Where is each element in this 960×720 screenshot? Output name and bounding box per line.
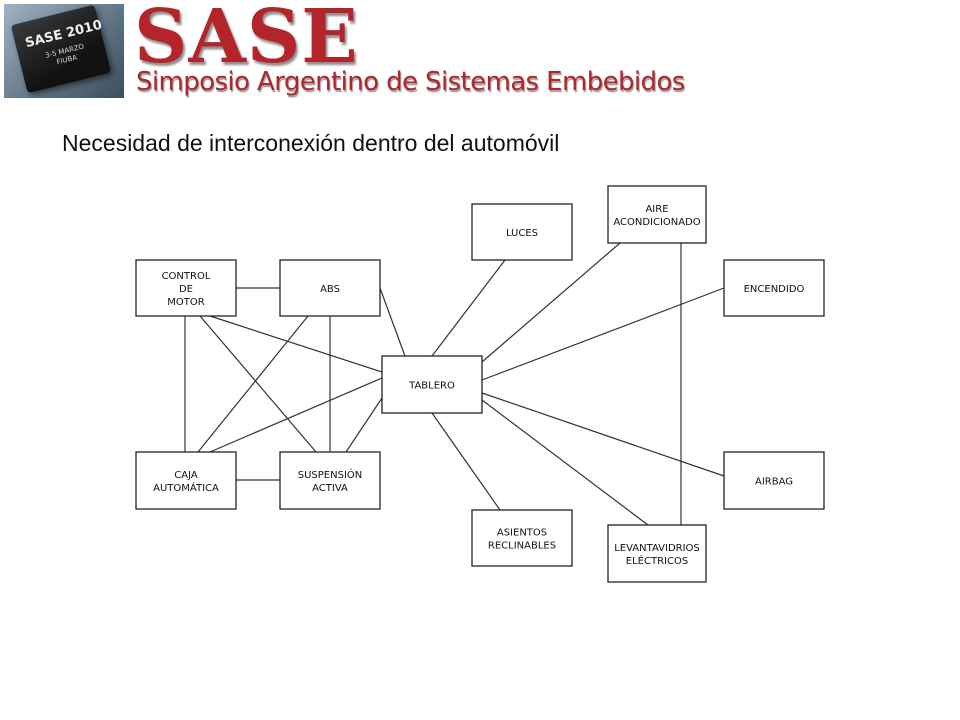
node-label-luces: LUCES — [506, 228, 538, 239]
node-box-caja — [135, 451, 237, 510]
node-box-asientos — [471, 509, 573, 567]
sase-logo-badge: SASE 2010 3-5 MARZO FIUBA — [4, 4, 124, 98]
connector-abs-tablero — [379, 287, 406, 357]
node-box-aire — [607, 185, 707, 244]
node-label-tablero: TABLERO — [408, 381, 455, 392]
node-box-airbag — [723, 451, 825, 510]
connector-luces-tablero — [431, 259, 506, 357]
node-box-control_motor — [135, 259, 237, 317]
connector-control_motor-tablero — [209, 315, 383, 373]
node-label-caja: AUTOMÁTICA — [153, 481, 219, 494]
node-label-caja: CAJA — [174, 470, 198, 481]
connector-airbag-tablero — [481, 392, 725, 477]
node-label-airbag: AIRBAG — [755, 477, 793, 488]
node-box-suspension — [279, 451, 381, 510]
node-abs: ABS — [279, 259, 381, 317]
node-suspension: SUSPENSIÓN ACTIVA — [279, 451, 381, 510]
slide-title: Necesidad de interconexión dentro del au… — [62, 130, 560, 156]
node-label-abs: ABS — [320, 284, 340, 295]
connector-control_motor-suspension — [199, 315, 317, 453]
node-box-levantavidrios — [607, 524, 707, 583]
node-label-levantavidrios: ELÉCTRICOS — [626, 554, 688, 567]
node-airbag: AIRBAG — [723, 451, 825, 510]
connector-aire-tablero — [481, 242, 621, 363]
node-label-suspension: SUSPENSIÓN — [298, 468, 363, 481]
brand-title: SASE — [134, 0, 359, 80]
node-encendido: ENCENDIDO — [723, 259, 825, 317]
connector-levantavidrios-tablero — [481, 399, 649, 526]
node-box-tablero — [381, 355, 483, 414]
node-control_motor: CONTROL DE MOTOR — [135, 259, 237, 317]
node-label-aire: AIRE — [645, 204, 668, 215]
node-aire: AIRE ACONDICIONADO — [607, 185, 707, 244]
connector-asientos-tablero — [431, 412, 501, 511]
node-label-suspension: ACTIVA — [312, 483, 348, 494]
connector-abs-caja — [197, 315, 309, 453]
connector-caja-tablero — [209, 377, 383, 453]
node-label-asientos: RECLINABLES — [488, 541, 556, 552]
node-box-abs — [279, 259, 381, 317]
connector-suspension-tablero — [345, 397, 383, 453]
node-luces: LUCES — [471, 203, 573, 261]
node-label-encendido: ENCENDIDO — [744, 284, 805, 295]
node-tablero: TABLERO — [381, 355, 483, 414]
node-asientos: ASIENTOS RECLINABLES — [471, 509, 573, 567]
node-box-encendido — [723, 259, 825, 317]
node-label-control_motor: DE — [179, 284, 193, 295]
node-label-aire: ACONDICIONADO — [613, 217, 700, 228]
node-box-luces — [471, 203, 573, 261]
node-label-control_motor: MOTOR — [167, 297, 204, 308]
node-label-control_motor: CONTROL — [162, 271, 211, 282]
connector-encendido-tablero — [481, 287, 725, 381]
node-label-asientos: ASIENTOS — [497, 528, 547, 539]
brand-subtitle: Simposio Argentino de Sistemas Embebidos — [136, 67, 685, 97]
node-label-levantavidrios: LEVANTAVIDRIOS — [614, 543, 700, 554]
